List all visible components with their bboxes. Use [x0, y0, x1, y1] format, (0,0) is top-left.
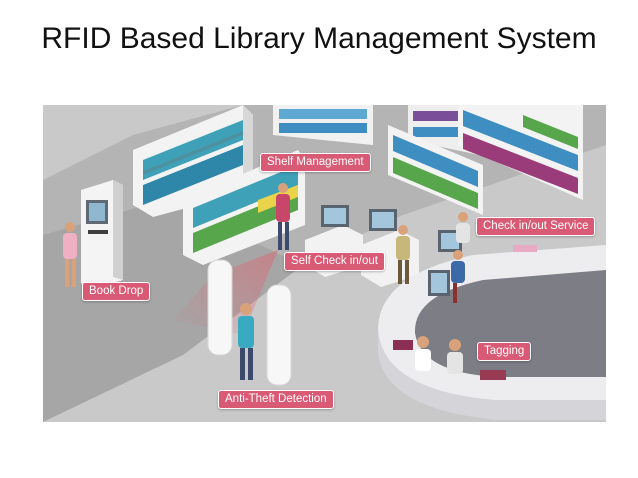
library-illustration: Shelf Management Check in/out Service Se…	[43, 105, 606, 422]
book-stack	[480, 370, 506, 380]
anti-theft-gate-1	[207, 259, 233, 356]
library-scene	[43, 105, 606, 422]
person-tagging-1	[415, 336, 431, 371]
book-drop-label: Book Drop	[82, 282, 151, 301]
book-stack	[513, 245, 537, 252]
person-self-check	[396, 225, 410, 284]
bookshelf-right-1	[388, 125, 483, 215]
slide-title: RFID Based Library Management System	[41, 22, 597, 55]
anti-theft-gate-2	[266, 284, 292, 386]
self-check-in-out-label: Self Check in/out	[284, 252, 385, 271]
bookshelf-right-2	[458, 105, 583, 200]
bookshelf-middle	[183, 150, 305, 265]
check-in-out-service-label: Check in/out Service	[476, 217, 596, 236]
tagging-label: Tagging	[477, 342, 532, 361]
person-tagging-2	[447, 339, 463, 374]
counter-monitor	[428, 270, 450, 296]
book-stack	[393, 340, 413, 350]
person-gate	[238, 303, 254, 380]
person-service	[451, 250, 465, 303]
book-drop-kiosk	[81, 180, 123, 290]
person-shelf	[276, 183, 290, 250]
shelf-management-label: Shelf Management	[260, 153, 371, 172]
bookshelf-back	[273, 105, 373, 145]
person-book-drop	[63, 222, 77, 287]
person-staff	[456, 212, 470, 243]
anti-theft-detection-label: Anti-Theft Detection	[218, 390, 334, 409]
